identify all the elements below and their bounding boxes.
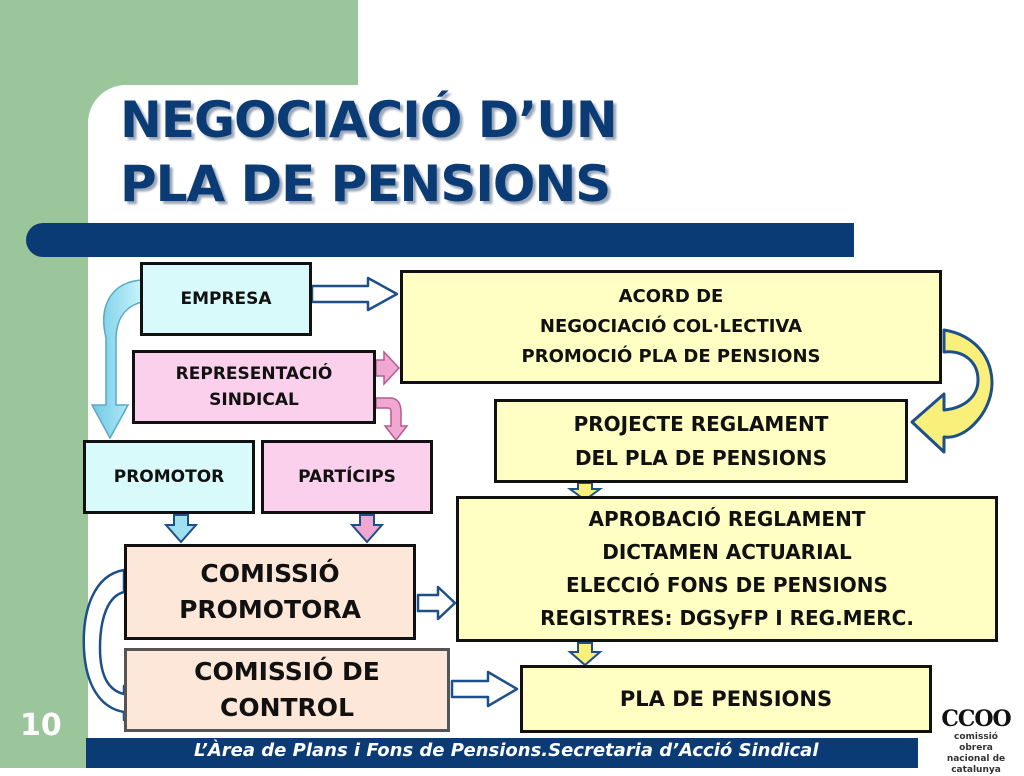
- pla-de-pensions-box: PLA DE PENSIONS: [520, 665, 932, 733]
- slide-title: NEGOCIACIÓ D’UN PLA DE PENSIONS: [120, 88, 618, 216]
- arrow-comissio-aprobacio: [416, 585, 457, 621]
- page-number: 10: [20, 708, 62, 743]
- arrow-projecte-aprobacio: [566, 482, 604, 502]
- projecte-reglament-box: PROJECTE REGLAMENT DEL PLA DE PENSIONS: [494, 399, 908, 483]
- aprobacio-reglament-label: APROBACIÓ REGLAMENT DICTAMEN ACTUARIAL E…: [540, 507, 914, 630]
- title-line-1: NEGOCIACIÓ D’UN: [120, 91, 618, 149]
- arrow-representacio-acord: [375, 350, 401, 386]
- promotor-label: PROMOTOR: [113, 467, 225, 487]
- particips-box: PARTÍCIPS: [261, 440, 433, 514]
- empresa-label: EMPRESA: [180, 289, 272, 309]
- arrow-representacio-particips: [375, 397, 409, 442]
- arrow-empresa-acord: [310, 276, 399, 312]
- empresa-box: EMPRESA: [140, 262, 312, 336]
- curved-arrow-empresa-promotor: [90, 279, 143, 440]
- ccoo-logo: CCOO comissió obrera nacional de catalun…: [936, 706, 1016, 775]
- comissio-control-box: COMISSIÓ DE CONTROL: [124, 648, 450, 732]
- footer-text: L’Àrea de Plans i Fons de Pensions.Secre…: [194, 740, 819, 761]
- projecte-reglament-label: PROJECTE REGLAMENT DEL PLA DE PENSIONS: [573, 412, 829, 470]
- particips-label: PARTÍCIPS: [298, 467, 396, 487]
- arrow-particips-comissio: [349, 514, 385, 544]
- ccoo-logo-line-2: nacional de catalunya: [946, 754, 1006, 775]
- arrow-control-pla: [450, 670, 519, 708]
- title-line-2: PLA DE PENSIONS: [120, 155, 611, 213]
- acord-label: ACORD DE NEGOCIACIÓ COL·LECTIVA PROMOCIÓ…: [521, 286, 821, 367]
- representacio-sindical-box: REPRESENTACIÓ SINDICAL: [132, 350, 376, 424]
- title-underline-bar: [26, 223, 854, 257]
- comissio-control-label: COMISSIÓ DE CONTROL: [194, 657, 380, 722]
- curved-arrow-acord-projecte: [910, 328, 994, 454]
- acord-box: ACORD DE NEGOCIACIÓ COL·LECTIVA PROMOCIÓ…: [400, 270, 942, 384]
- representacio-sindical-label: REPRESENTACIÓ SINDICAL: [175, 364, 333, 410]
- comissio-promotora-label: COMISSIÓ PROMOTORA: [179, 559, 361, 624]
- pla-de-pensions-label: PLA DE PENSIONS: [619, 687, 833, 711]
- arrow-aprobacio-pla: [567, 642, 603, 667]
- ccoo-logo-mark: CCOO: [941, 706, 1011, 732]
- footer-bar: [86, 738, 918, 768]
- arrow-promotor-comissio: [163, 514, 199, 544]
- comissio-promotora-box: COMISSIÓ PROMOTORA: [124, 544, 416, 640]
- promotor-box: PROMOTOR: [83, 440, 255, 514]
- ccoo-logo-line-1: comissió obrera: [954, 732, 998, 753]
- aprobacio-reglament-box: APROBACIÓ REGLAMENT DICTAMEN ACTUARIAL E…: [456, 496, 998, 642]
